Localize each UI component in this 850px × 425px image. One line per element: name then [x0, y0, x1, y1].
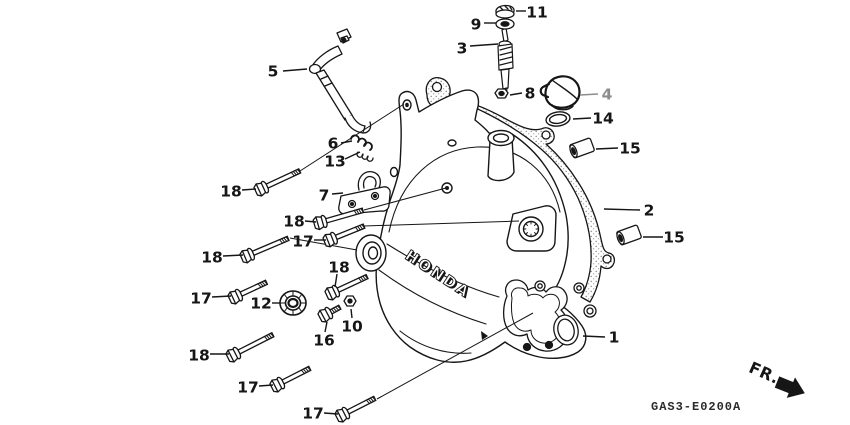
shift-arm-part: [308, 28, 372, 134]
callout-18c-leader: [222, 254, 244, 257]
callout-1: 1: [609, 329, 620, 347]
nut-part-10: [343, 295, 357, 307]
shaft-gear-part: [497, 27, 514, 98]
callout-12: 12: [250, 295, 272, 313]
callout-2-leader: [603, 208, 641, 211]
callout-11: 11: [526, 4, 548, 22]
callout-6: 6: [328, 135, 339, 153]
o-ring-part: [545, 111, 571, 127]
callout-2: 2: [644, 202, 655, 220]
callout-18a-leader: [241, 188, 257, 191]
callout-16: 16: [313, 332, 335, 350]
callout-8: 8: [525, 85, 536, 103]
callout-7: 7: [319, 187, 330, 205]
dowel-pin-part: [616, 224, 642, 246]
callout-6-leader: [340, 140, 353, 144]
washer-part: [495, 18, 515, 30]
callout-17a: 17: [292, 233, 314, 251]
callout-18d: 18: [328, 259, 350, 277]
bolt-18: [312, 207, 365, 231]
callout-17d: 17: [302, 405, 324, 423]
water-pump-face: [481, 279, 597, 352]
callout-18d-leader: [334, 273, 338, 288]
spring-part-6: [350, 134, 373, 151]
bolt-17: [322, 223, 366, 248]
bolt-16: [317, 304, 342, 323]
callout-14-leader: [572, 117, 592, 120]
callout-9: 9: [471, 16, 482, 34]
bolt-18: [239, 235, 290, 264]
callout-1-leader: [582, 335, 606, 338]
callout-10-leader: [350, 308, 353, 319]
bolt-17: [227, 279, 269, 305]
association-lines: [289, 103, 534, 400]
callout-15a: 15: [619, 140, 641, 158]
callout-17d-leader: [323, 412, 339, 415]
callout-17c: 17: [237, 379, 259, 397]
bolt-18: [324, 273, 369, 301]
callout-17b-leader: [211, 295, 232, 298]
cap-nut-part: [495, 4, 515, 19]
oil-filler-cap-part: [539, 75, 581, 111]
callout-18e: 18: [188, 347, 210, 365]
callout-13-leader: [344, 151, 361, 160]
bolt-18: [225, 331, 275, 363]
threaded-boss: [506, 205, 557, 252]
callout-3-leader: [469, 43, 499, 47]
callout-14: 14: [592, 110, 614, 128]
clutch-cover-part: [355, 89, 597, 363]
callout-18c: 18: [201, 249, 223, 267]
bolt-17: [269, 365, 312, 393]
spring-part-13: [356, 151, 374, 162]
diagram-code: GAS3-E0200A: [651, 400, 742, 414]
callout-18a: 18: [220, 183, 242, 201]
callout-18b-leader: [304, 220, 317, 223]
bolt-18: [253, 168, 302, 197]
callout-15a-leader: [595, 147, 619, 150]
clamp-bracket-part: [338, 171, 391, 215]
spindle-boss: [355, 234, 387, 272]
callout-8-leader: [509, 92, 523, 96]
callout-3: 3: [457, 40, 468, 58]
callout-18b: 18: [283, 213, 305, 231]
nut-part-8: [494, 88, 509, 99]
callout-10: 10: [341, 318, 363, 336]
oil-seal-part: [279, 290, 307, 316]
callout-17b: 17: [190, 290, 212, 308]
dowel-pin-part: [569, 137, 595, 159]
filler-neck: [487, 129, 515, 182]
callout-13: 13: [324, 153, 346, 171]
callout-4-leader: [579, 93, 599, 96]
fr-arrow-icon: [774, 376, 805, 398]
callout-5-leader: [282, 68, 308, 72]
callout-15b: 15: [663, 229, 685, 247]
callout-7-leader: [331, 192, 344, 195]
callout-17c-leader: [258, 384, 274, 387]
bolt-17: [334, 395, 377, 423]
callout-5: 5: [268, 63, 279, 81]
callout-4: 4: [602, 86, 613, 104]
callout-16-leader: [324, 321, 328, 333]
